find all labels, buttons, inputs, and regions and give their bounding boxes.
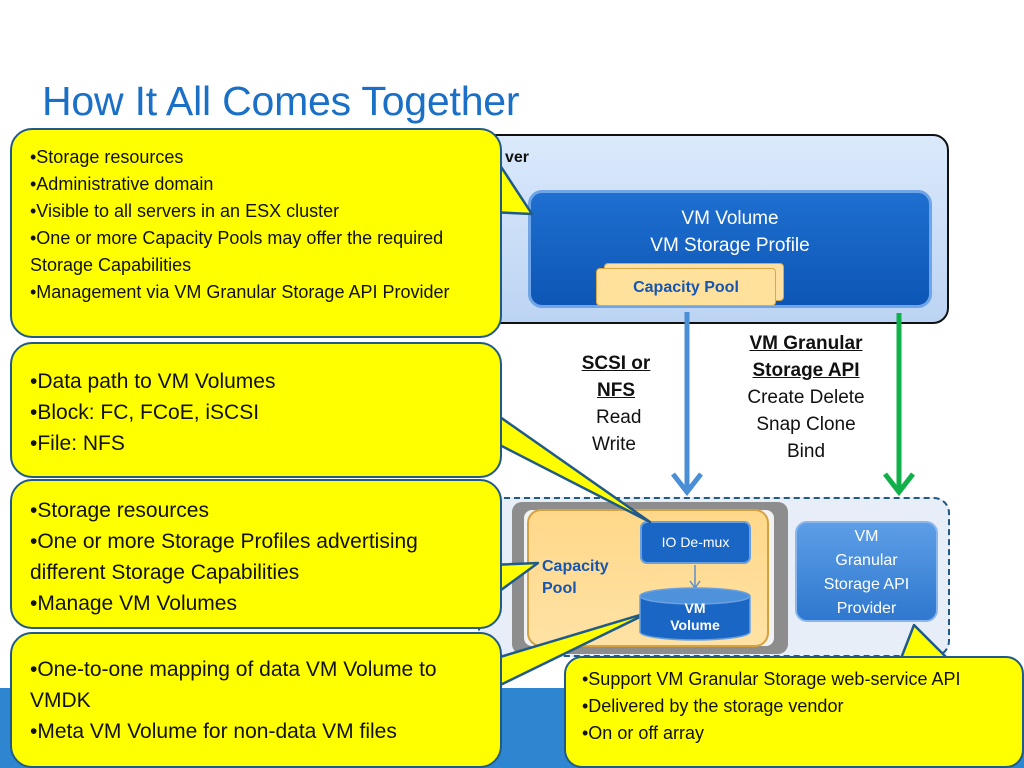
- data-path-title-line2: NFS: [597, 380, 635, 401]
- slide-title: How It All Comes Together: [42, 78, 520, 124]
- callout-item: •One-to-one mapping of data VM Volume to…: [30, 658, 437, 712]
- callout-item: •Data path to VM Volumes: [30, 370, 276, 393]
- callout-item: •Administrative domain: [30, 174, 214, 194]
- data-path-title-line1: SCSI or: [581, 353, 651, 374]
- data-path-arrow: [671, 312, 703, 497]
- callout-item: •Support VM Granular Storage web-service…: [582, 669, 961, 689]
- storage-capacity-pool-label: Capacity Pool: [542, 556, 609, 600]
- vm-volume-cylinder-line2: Volume: [670, 617, 720, 633]
- data-path-op-read: Read: [596, 407, 642, 428]
- callout-vm-volume: •One-to-one mapping of data VM Volume to…: [10, 632, 502, 768]
- mgmt-title-line1: VM Granular: [749, 333, 863, 354]
- callout-item: •One or more Storage Profiles advertisin…: [30, 530, 418, 584]
- callout-item: •Manage VM Volumes: [30, 592, 237, 615]
- vm-storage-profile-label: VM Storage Profile: [650, 235, 810, 256]
- data-path-operations: Read Write: [592, 404, 654, 458]
- provider-label-line2: Granular: [835, 552, 898, 569]
- callout-storage-profile: •Storage resources •One or more Storage …: [10, 479, 502, 629]
- data-path-op-write: Write: [592, 434, 636, 455]
- callout-item: •Storage resources: [30, 147, 184, 167]
- management-api-label: VM Granular Storage API Create Delete Sn…: [722, 330, 890, 465]
- vm-volume-label: VM Volume: [681, 208, 779, 229]
- data-path-protocol-label: SCSI or NFS: [568, 350, 664, 404]
- management-arrow: [883, 313, 915, 497]
- callout-capacity-pool: •Storage resources •Administrative domai…: [10, 128, 502, 338]
- callout-item: •Block: FC, FCoE, iSCSI: [30, 401, 260, 424]
- io-demux-box: IO De-mux: [640, 521, 751, 564]
- vm-granular-storage-api-provider: VM Granular Storage API Provider: [795, 521, 938, 622]
- provider-label-line4: Provider: [836, 600, 897, 617]
- callout-item: •On or off array: [582, 723, 705, 743]
- callout-item: •Meta VM Volume for non-data VM files: [30, 720, 397, 743]
- vm-volume-cylinder-line1: VM: [684, 600, 706, 616]
- vm-volume-cylinder: [639, 587, 751, 641]
- capacity-pool-label-line1: Capacity: [542, 558, 609, 575]
- io-to-volume-arrow: [689, 565, 701, 590]
- callout-item: •Storage resources: [30, 499, 209, 522]
- callout-item: •File: NFS: [30, 432, 125, 455]
- vm-volume-profile-box: VM Volume VM Storage Profile: [528, 190, 932, 308]
- vm-volume-cylinder-label: VM Volume: [640, 600, 750, 634]
- capacity-pool-box: Capacity Pool: [596, 268, 776, 306]
- capacity-pool-label-line2: Pool: [542, 580, 577, 597]
- callout-item: •Delivered by the storage vendor: [582, 696, 844, 716]
- server-label: ver: [505, 149, 530, 166]
- callout-item: •Management via VM Granular Storage API …: [30, 282, 450, 302]
- mgmt-title-line2: Storage API: [752, 360, 860, 381]
- mgmt-ops-bind: Bind: [786, 441, 826, 462]
- provider-label-line3: Storage API: [823, 576, 910, 593]
- callout-provider: •Support VM Granular Storage web-service…: [564, 656, 1024, 768]
- mgmt-ops-snap-clone: Snap Clone: [756, 414, 856, 435]
- mgmt-ops-create-delete: Create Delete: [747, 387, 865, 408]
- callout-data-path: •Data path to VM Volumes •Block: FC, FCo…: [10, 342, 502, 478]
- provider-label-line1: VM: [854, 528, 879, 545]
- callout-item: •One or more Capacity Pools may offer th…: [30, 228, 444, 275]
- callout-item: •Visible to all servers in an ESX cluste…: [30, 201, 340, 221]
